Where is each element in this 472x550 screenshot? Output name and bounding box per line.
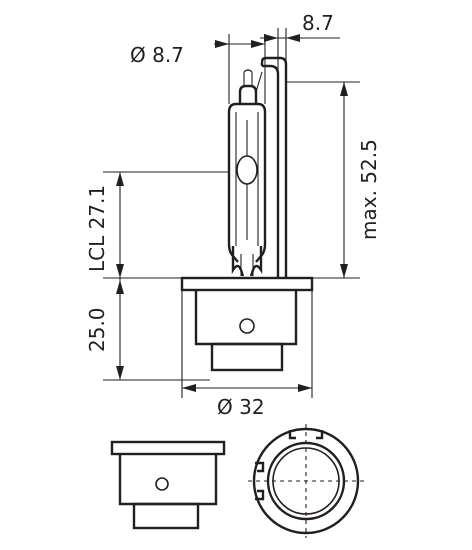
dim-base-diameter: Ø 32 [217, 395, 265, 419]
base-profile-view [110, 440, 226, 530]
dim-overall-length: max. 52.5 [357, 139, 381, 240]
lamp-base [180, 276, 314, 372]
dim-top-right-width: 8.7 [302, 11, 334, 35]
side-view [180, 56, 314, 372]
dimension-lines [103, 28, 360, 398]
glass-tube [227, 69, 267, 277]
dim-bulb-diameter: Ø 8.7 [130, 43, 184, 67]
dim-light-center-length: LCL 27.1 [85, 185, 109, 272]
return-wire [255, 56, 288, 278]
base-end-view [248, 424, 366, 538]
dim-base-height: 25.0 [85, 307, 109, 352]
